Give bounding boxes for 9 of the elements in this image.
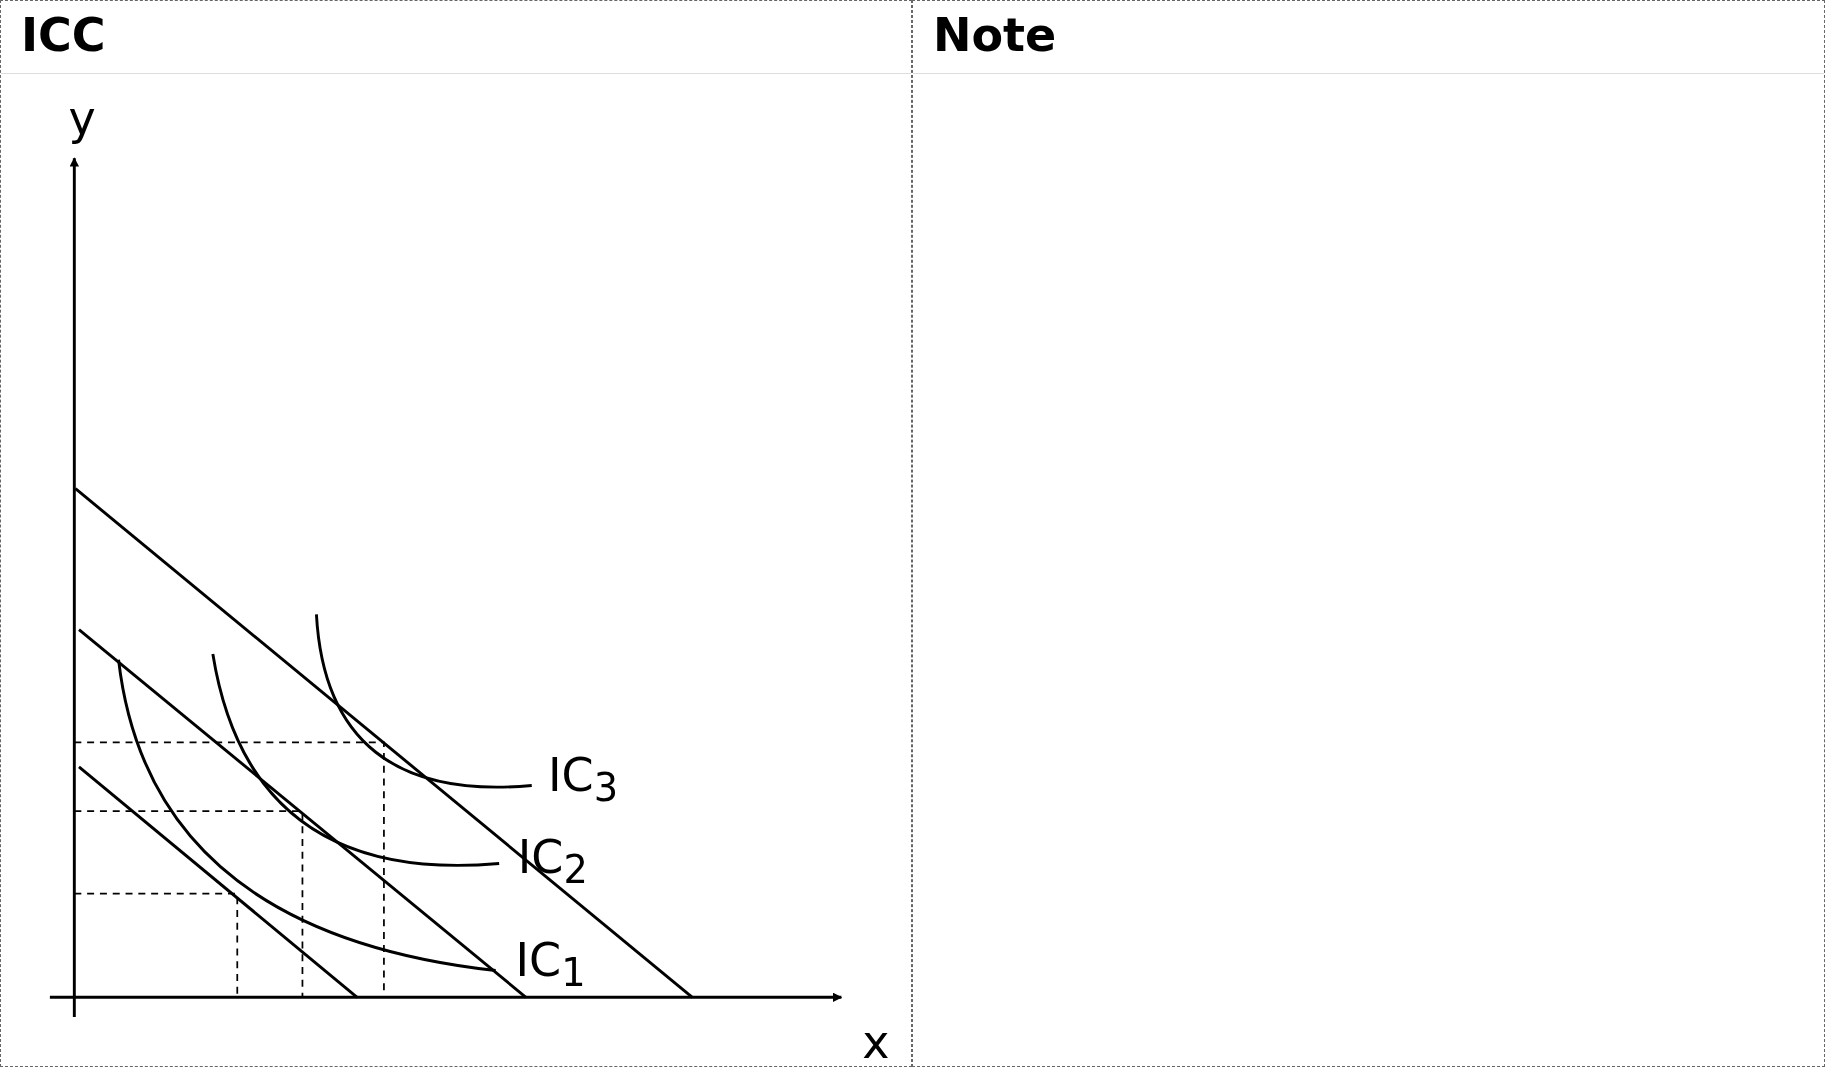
curve-label: IC$_{2}$ xyxy=(517,830,588,895)
axis-label: x xyxy=(862,1015,890,1067)
panel-title: Note xyxy=(933,7,1057,63)
panel xyxy=(0,0,912,1067)
panel xyxy=(912,0,1825,1067)
curve-label: IC$_{1}$ xyxy=(515,934,586,998)
curve-label: IC$_{3}$ xyxy=(548,749,619,813)
axis-label: y xyxy=(68,91,96,144)
panel-title: ICC xyxy=(21,7,106,63)
